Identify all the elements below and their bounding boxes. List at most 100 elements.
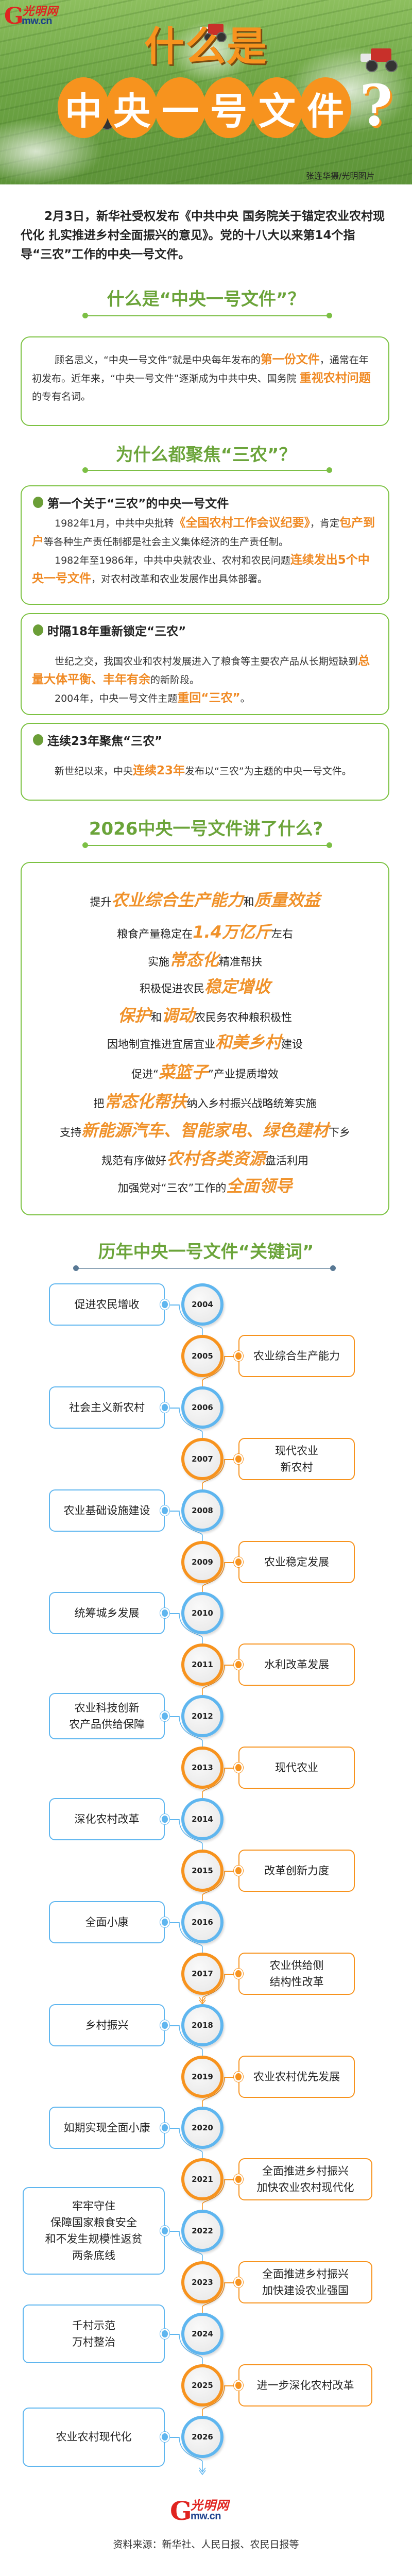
logo-domain: mw.cn — [191, 2511, 221, 2522]
keyword-text: 规范有序做好 — [101, 1155, 166, 1167]
timeline-year-circle: 2004 — [181, 1283, 224, 1326]
keyword-highlight: 1.4万亿斤 — [193, 922, 271, 942]
keyword-text: ”产业提质增效 — [208, 1068, 279, 1080]
timeline-keyword-text: 促进农民增收 — [74, 1298, 140, 1311]
timeline-connector-dot-icon — [162, 2227, 168, 2234]
timeline-year: 2020 — [192, 2123, 213, 2132]
photo-credit: 张连华摄/光明图片 — [306, 171, 375, 181]
body-text: ，通常在年初发布。近年来，“中央一号文件”逐渐成为中共中央、国务院 — [32, 354, 369, 384]
timeline-year-circle: 2026 — [181, 2416, 224, 2458]
timeline-keyword-box: 统筹城乡发展 — [49, 1592, 165, 1634]
bullet-dot-icon — [33, 497, 43, 508]
keywords-2026-card — [21, 862, 389, 1215]
logo-letter: G — [4, 3, 24, 29]
timeline-year: 2024 — [192, 2329, 213, 2338]
timeline-segment — [202, 1562, 225, 1592]
keyword-line: 提升农业综合生产能力和质量效益 — [21, 887, 389, 911]
timeline-connector-dot-icon — [162, 1507, 168, 1514]
timeline-keyword-text: 深化农村改革 — [74, 1813, 140, 1825]
timeline-keyword-text: 农产品供给保障 — [69, 1718, 145, 1731]
timeline-keyword-text: 农业基础设施建设 — [63, 1504, 150, 1517]
timeline-segment — [202, 2385, 225, 2416]
keyword-text: 把 — [93, 1097, 105, 1110]
body-text: 世纪之交，我国农业和农村发展进入了粮食等主要农产品从长期短缺到 — [55, 656, 358, 667]
timeline-connector-dot-icon — [235, 1867, 242, 1874]
card-paragraph: 1982年1月，中共中央批转《全国农村工作会议纪要》，肯定包产到户等各种生产责任… — [32, 514, 378, 551]
body-text: 的新阶段。 — [150, 674, 200, 686]
timeline-segment — [179, 2436, 203, 2472]
timeline-segment — [179, 1922, 203, 1953]
keyword-line: 规范有序做好农村各类资源盘活利用 — [21, 1146, 389, 1170]
highlight-text: 连续23年 — [133, 764, 185, 777]
timeline-connector-link — [170, 1511, 179, 1512]
timeline-year: 2011 — [192, 1660, 213, 1669]
timeline-segment — [202, 2076, 225, 2107]
timeline-keyword-text: 农业供给侧 — [269, 1959, 324, 1972]
timeline-year: 2013 — [192, 1763, 213, 1772]
timeline-connector-link — [170, 1304, 179, 1306]
logo-letter: G — [170, 2496, 192, 2526]
keyword-line: 加强党对“三农”工作的全面领导 — [21, 1173, 389, 1197]
timeline-year: 2015 — [192, 1866, 213, 1875]
card-paragraph: 2004年，中央一号文件主题重回“三农”。 — [32, 689, 378, 708]
card-paragraph: 世纪之交，我国农业和农村发展进入了粮食等主要农产品从长期短缺到总量大体平衡、丰年… — [32, 652, 378, 689]
timeline-segment — [202, 1355, 225, 1386]
logo-name: 光明网 — [191, 2498, 229, 2513]
timeline-year: 2022 — [192, 2226, 213, 2235]
timeline-connector-dot-icon — [162, 2330, 168, 2337]
timeline-year: 2014 — [192, 1815, 213, 1824]
timeline-connector-link — [170, 2128, 179, 2129]
timeline-keyword-box: 进一步深化农村改革 — [238, 2364, 372, 2406]
hero-banner-photo: G 光明网 mw.cn 什么是 中 央 一 号 文 件 ? 张连华摄/光明图片 — [0, 0, 412, 184]
timeline-connector-link — [225, 2385, 234, 2386]
definition-text: 顾名思义，“中央一号文件”就是中央每年发布的第一份文件，通常在年初发布。近年来，… — [32, 351, 378, 406]
timeline-year-circle: 2014 — [181, 1798, 224, 1840]
highlight-text: 第一份文件 — [260, 353, 320, 366]
timeline-year-circle: 2025 — [181, 2364, 224, 2406]
timeline-year: 2025 — [192, 2381, 213, 2390]
timeline-year-circle: 2013 — [181, 1747, 224, 1789]
timeline-connector-link — [170, 2231, 179, 2232]
title-char-bubble: 文 — [251, 77, 303, 138]
keyword-text: 纳入乡村振兴战略统筹实施 — [186, 1097, 317, 1110]
timeline-keyword-box: 深化农村改革 — [49, 1798, 165, 1840]
bullet-dot-icon — [33, 734, 43, 745]
timeline-keyword-box: 改革创新力度 — [238, 1850, 355, 1892]
timeline-keyword-text: 农业农村现代化 — [56, 2431, 132, 2443]
section-title-2026: 2026中央一号文件讲了什么? — [89, 819, 323, 839]
body-text: 1982年至1986年，中共中央就农业、农村和农民问题 — [55, 555, 290, 566]
timeline-keyword-text: 农业综合生产能力 — [253, 1350, 340, 1362]
timeline-year: 2010 — [192, 1608, 213, 1618]
timeline-connector-link — [170, 1613, 179, 1614]
timeline-year: 2004 — [192, 1300, 213, 1309]
keyword-text: 精准帮扶 — [219, 956, 262, 968]
timeline-segment — [202, 2282, 225, 2313]
timeline-connector-dot-icon — [162, 2433, 168, 2441]
keyword-text: 和 — [243, 896, 254, 908]
timeline-year-circle: 2018 — [181, 2004, 224, 2046]
timeline-keyword-box: 农业科技创新农产品供给保障 — [49, 1693, 165, 1739]
timeline-keyword-text: 现代农业 — [275, 1761, 318, 1774]
timeline-connector-link — [225, 2179, 234, 2180]
timeline-connector-link — [225, 1356, 234, 1357]
timeline-connector-dot-icon — [235, 1764, 242, 1771]
body-text: 发布以“三农”为主题的中央一号文件。 — [185, 766, 352, 777]
card-heading-text: 第一个关于“三农”的中央一号文件 — [47, 497, 229, 511]
keyword-highlight: 稳定增收 — [204, 977, 270, 996]
timeline-keyword-text: 农业农村优先发展 — [253, 2071, 340, 2083]
timeline-connector-link — [170, 2334, 179, 2335]
timeline-connector-dot-icon — [162, 1609, 168, 1617]
timeline-year: 2009 — [192, 1557, 213, 1567]
gmw-logo: G 光明网 mw.cn — [4, 3, 68, 29]
timeline-segment — [179, 2127, 203, 2158]
source-note: 资料来源：新华社、人民日报、农民日报等 — [113, 2539, 299, 2550]
timeline-connector-dot-icon — [235, 2279, 242, 2286]
keyword-text: 促进“ — [131, 1068, 159, 1080]
timeline-keyword-box: 千村示范万村整治 — [23, 2304, 165, 2363]
timeline-keyword-text: 乡村振兴 — [85, 2019, 129, 2031]
timeline-keyword-text: 牢牢守住 — [72, 2200, 115, 2212]
keyword-highlight: 农业综合生产能力 — [111, 890, 244, 910]
history-card-18-years: 时隔18年重新锁定“三农” 世纪之交，我国农业和农村发展进入了粮食等主要农产品从… — [21, 613, 389, 715]
keyword-line: 把常态化帮扶纳入乡村振兴战略统筹实施 — [21, 1089, 389, 1112]
timeline-segment — [202, 1973, 225, 2004]
